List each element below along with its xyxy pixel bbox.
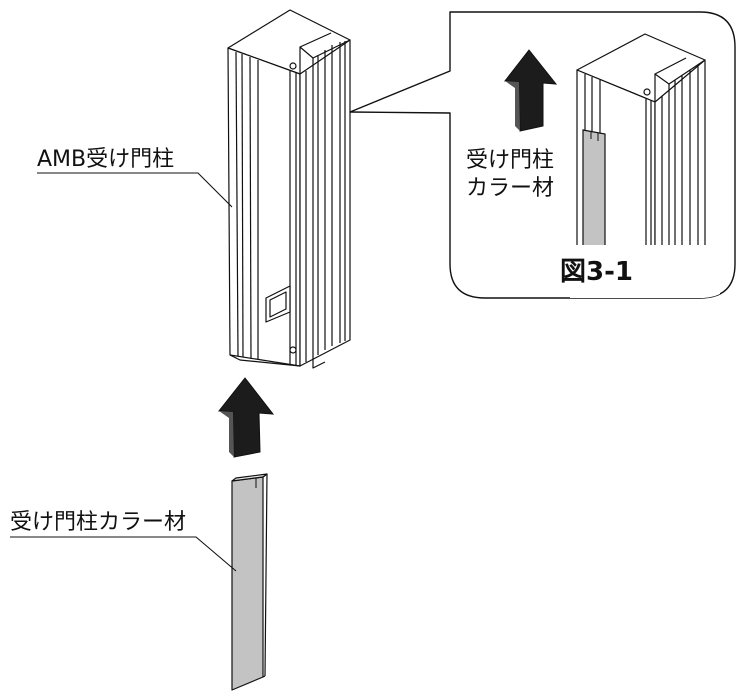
inset-label-line2: カラー材 [466,176,555,201]
color-strip-part [231,473,268,691]
post-left-face [227,47,301,367]
up-arrow-icon [218,377,275,458]
inset-post-detail [570,33,720,298]
figure-number: 図3-1 [560,257,633,287]
color-part-label: 受け門柱カラー材 [10,510,187,535]
leader-amb-post [37,172,233,208]
screw-icon [289,346,297,354]
amb-gate-post [227,9,351,369]
leader-color-strip [10,536,237,572]
up-arrow-icon [504,49,558,132]
inset-label-line1: 受け門柱 [466,148,555,173]
post-label: AMB受け門柱 [37,147,175,172]
screw-icon [289,62,297,70]
